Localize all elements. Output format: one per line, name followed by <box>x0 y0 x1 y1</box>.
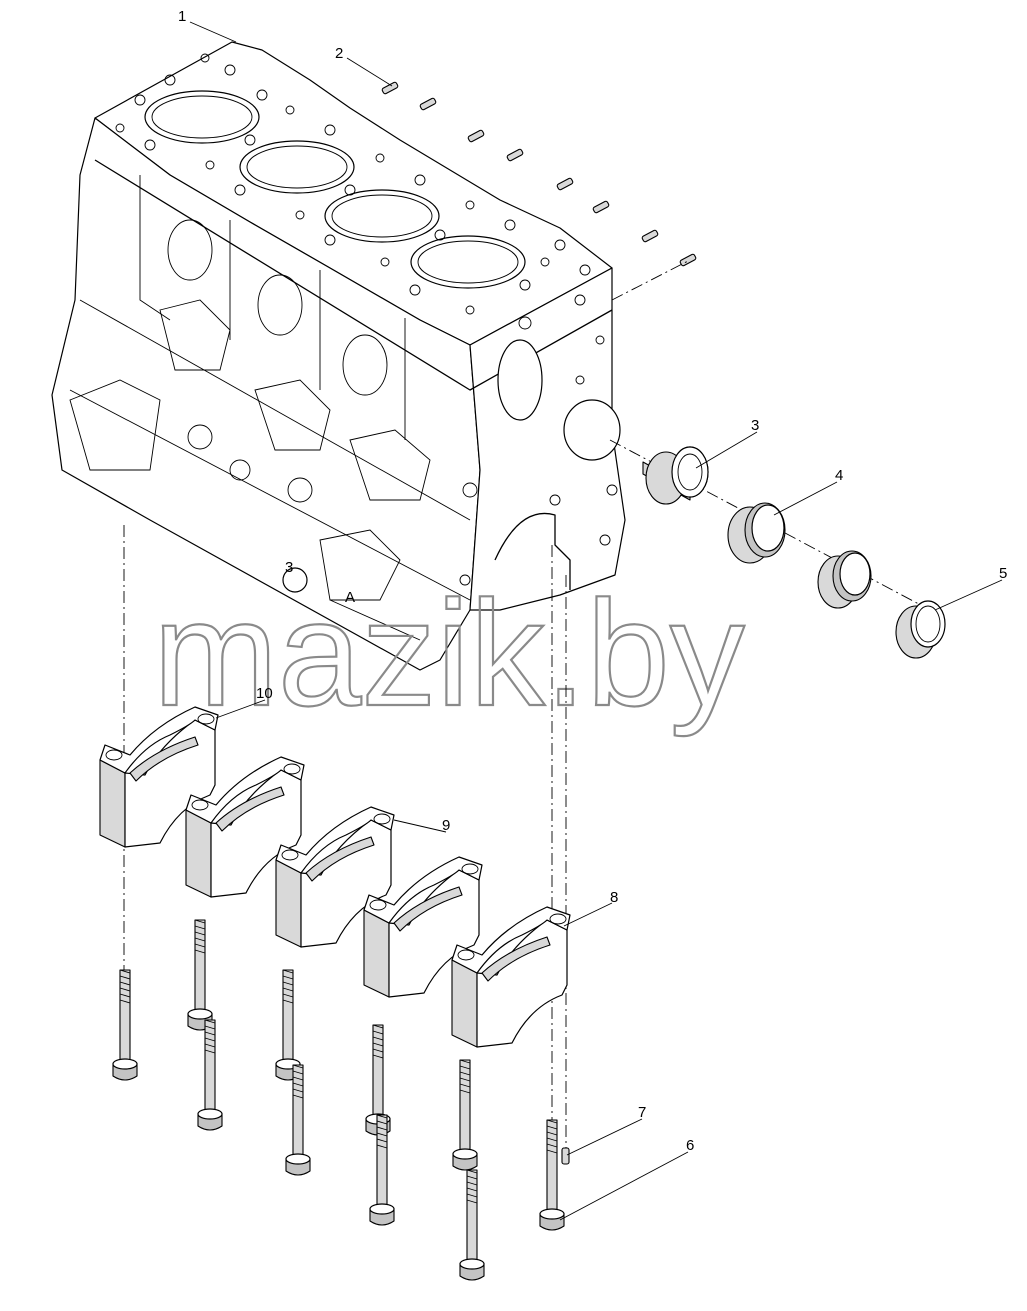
expansion-plug-small <box>895 600 946 659</box>
cap-bolt <box>459 1169 485 1281</box>
cap-bolt <box>187 919 213 1031</box>
cylinder-block: 3 A <box>51 41 626 671</box>
cap-bolt <box>369 1114 395 1226</box>
cylinder-bore <box>410 235 526 289</box>
cap-bolt <box>539 1119 565 1231</box>
callout-4: 4 <box>835 467 843 484</box>
callouts: 1 2 3 4 5 6 7 8 9 10 <box>178 8 1007 1221</box>
locating-pin <box>561 1147 570 1165</box>
cap-bolt <box>285 1064 311 1176</box>
callout-2: 2 <box>335 45 343 62</box>
callout-1: 1 <box>178 8 186 25</box>
dowel-pins <box>381 81 697 267</box>
camshaft-bore <box>497 339 543 421</box>
bearing-cap <box>363 856 483 998</box>
callout-3: 3 <box>751 417 759 434</box>
camshaft-bushing <box>642 446 709 505</box>
main-bearing-cap-bolts <box>112 919 565 1281</box>
camshaft-bore <box>563 399 621 461</box>
cap-bolt <box>275 969 301 1081</box>
callout-7: 7 <box>638 1104 646 1121</box>
callout-5: 5 <box>999 565 1007 582</box>
cylinder-mark-label: 3 <box>285 559 293 576</box>
cap-bolt <box>112 969 138 1081</box>
expansion-plug-large <box>727 502 786 564</box>
bearing-cap <box>185 756 305 898</box>
bearing-cap <box>99 706 219 848</box>
face-mark-label: A <box>345 589 355 606</box>
expansion-plug-medium <box>817 550 872 609</box>
bearing-cap <box>451 906 571 1048</box>
cylinder-bore <box>324 189 440 243</box>
bearing-cap <box>275 806 395 948</box>
main-bearing-caps <box>99 706 571 1048</box>
callout-8: 8 <box>610 889 618 906</box>
cap-bolt <box>452 1059 478 1171</box>
callout-6: 6 <box>686 1137 694 1154</box>
cylinder-bore <box>144 90 260 144</box>
watermark-text: mazik.by <box>153 569 745 737</box>
cap-bolt <box>197 1019 223 1131</box>
callout-9: 9 <box>442 817 450 834</box>
cylinder-bore <box>239 140 355 194</box>
callout-10: 10 <box>256 685 273 702</box>
